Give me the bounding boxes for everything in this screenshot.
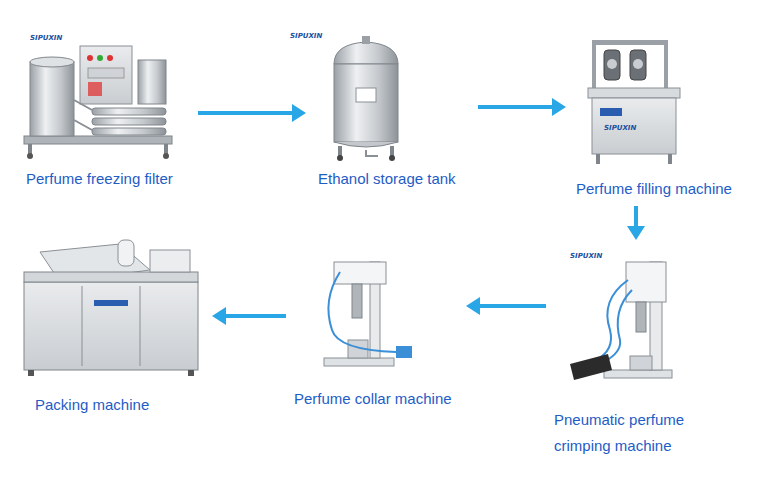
flow-arrow: [466, 297, 546, 315]
brand-logo: SIPUXIN: [30, 34, 62, 42]
step-label: Pneumatic perfume crimping machine: [554, 407, 694, 459]
flow-arrow: [198, 104, 306, 122]
freezing-filter-picture: [24, 46, 172, 159]
arrow-head: [627, 226, 645, 240]
flow-arrow: [212, 307, 286, 325]
step-label: Perfume collar machine: [294, 390, 452, 408]
step-label: Perfume freezing filter: [26, 170, 173, 188]
flow-arrow: [627, 206, 645, 240]
arrow-shaft: [480, 304, 546, 308]
arrow-head: [466, 297, 480, 315]
filling-machine-picture: [588, 40, 680, 164]
arrow-shaft: [198, 111, 292, 115]
brand-logo: SIPUXIN: [604, 124, 636, 132]
machine-step: Perfume filling machine: [568, 28, 748, 204]
ethanol-tank-picture: [334, 36, 398, 161]
brand-logo: SIPUXIN: [290, 32, 322, 40]
machine-step: Perfume collar machine: [288, 245, 464, 414]
step-label: Packing machine: [35, 396, 149, 414]
arrow-shaft: [478, 105, 552, 109]
crimping-machine-picture: [570, 262, 672, 380]
arrow-head: [212, 307, 226, 325]
machine-step: Pneumatic perfume crimping machine: [548, 242, 700, 465]
flow-arrow: [478, 98, 566, 116]
machine-step: Perfume freezing filter: [18, 28, 196, 194]
arrow-head: [552, 98, 566, 116]
arrow-shaft: [226, 314, 286, 318]
machine-step: Ethanol storage tank: [308, 28, 476, 194]
packing-machine-picture: [24, 240, 198, 376]
collar-machine-picture: [324, 262, 412, 366]
arrow-shaft: [634, 206, 638, 226]
arrow-head: [292, 104, 306, 122]
step-label: Ethanol storage tank: [318, 170, 456, 188]
machine-step: Packing machine: [15, 235, 210, 420]
step-label: Perfume filling machine: [576, 180, 732, 198]
brand-logo: SIPUXIN: [570, 252, 602, 260]
